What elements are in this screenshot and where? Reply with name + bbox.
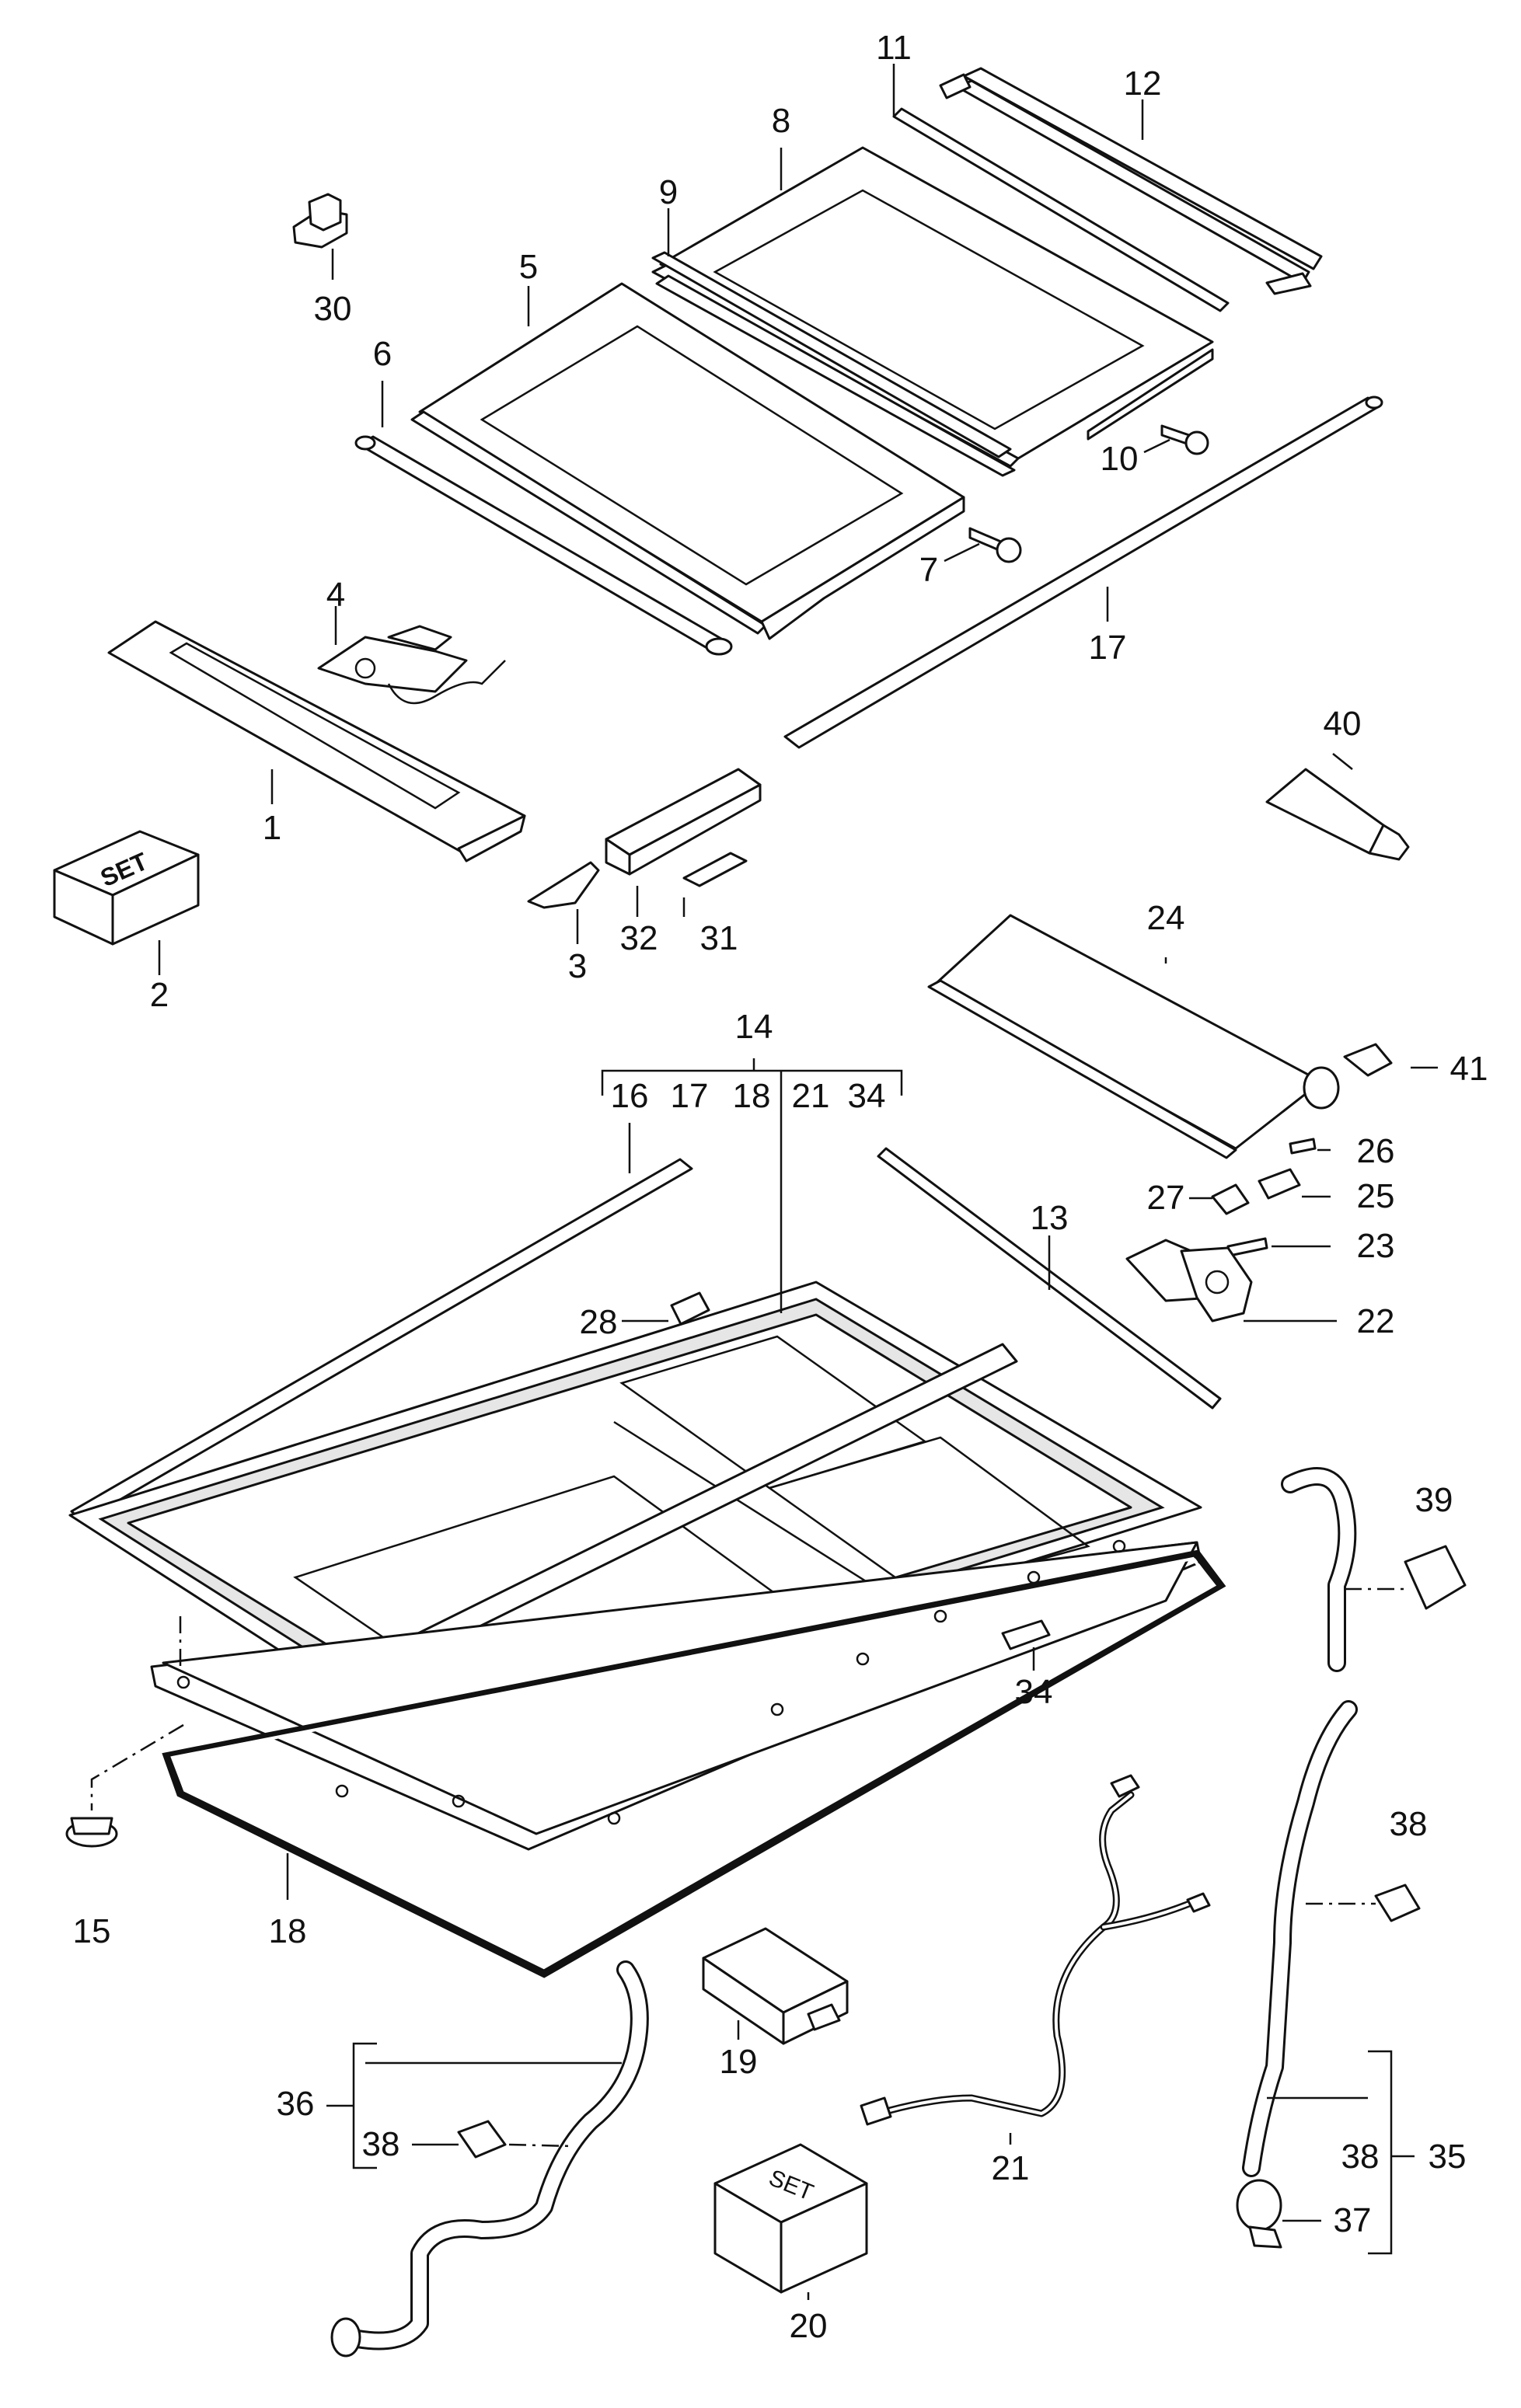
callout-11: 11 (876, 29, 912, 67)
callout-19: 19 (720, 2043, 758, 2081)
part-23-screw (1226, 1237, 1268, 1257)
part-36-drain-hose (330, 1960, 649, 2357)
callout-36: 36 (277, 2085, 315, 2123)
callout-9: 9 (659, 173, 678, 211)
part-9-seal (651, 251, 1012, 458)
callout-34: 34 (1015, 1673, 1053, 1711)
callout-34-sub: 34 (848, 1077, 886, 1115)
callout-5: 5 (519, 248, 538, 286)
callout-35: 35 (1429, 2138, 1467, 2176)
callout-38-a: 38 (1390, 1805, 1428, 1843)
part-14-frame-assembly (68, 1281, 1202, 1851)
part-17-strip (783, 396, 1383, 749)
part-38-clip-right (1374, 1884, 1421, 1922)
part-4-bracket (317, 625, 506, 705)
part-35-drain-hose (1242, 1467, 1358, 2177)
part-27-holder (1211, 1183, 1250, 1215)
part-21-harness (860, 1774, 1211, 2126)
callout-26: 26 (1357, 1132, 1395, 1170)
callout-23: 23 (1357, 1227, 1395, 1265)
callout-17: 17 (1089, 629, 1127, 667)
callout-28: 28 (580, 1303, 618, 1341)
callout-18-sub: 18 (733, 1077, 771, 1115)
callout-30: 30 (314, 290, 352, 328)
callout-20: 20 (790, 2307, 828, 2345)
guide-38-left (508, 2143, 572, 2148)
callout-41: 41 (1450, 1050, 1488, 1088)
guide-15 (90, 1616, 184, 1810)
callout-15: 15 (73, 1912, 111, 1950)
part-12-rail-frame (939, 67, 1323, 295)
part-11-strip (892, 107, 1230, 312)
callout-3: 3 (568, 947, 587, 985)
callout-10: 10 (1101, 440, 1139, 478)
part-39-clip (1404, 1545, 1467, 1610)
callout-31: 31 (700, 919, 738, 957)
part-41-clip (1343, 1043, 1393, 1077)
part-7-bolt (968, 527, 1022, 563)
callout-8: 8 (772, 102, 790, 140)
callout-21-sub: 21 (792, 1077, 830, 1115)
callout-17-sub: 17 (671, 1077, 709, 1115)
callout-18: 18 (269, 1912, 307, 1950)
callout-25: 25 (1357, 1177, 1395, 1215)
callout-numbers: 1 2 3 4 5 6 7 8 9 10 11 12 13 14 15 16 1… (73, 29, 1488, 2345)
callout-4: 4 (326, 576, 345, 614)
part-26-pin (1289, 1138, 1317, 1155)
part-25-bracket (1258, 1168, 1301, 1200)
callout-32: 32 (620, 919, 658, 957)
leader-lines (158, 64, 1438, 2300)
callout-24: 24 (1147, 899, 1185, 937)
callout-1: 1 (263, 809, 281, 847)
part-37-grommet (1236, 2179, 1282, 2249)
part-22-motor (1125, 1239, 1253, 1322)
part-20-set-box: SET (713, 2143, 868, 2294)
part-32-guide (605, 768, 762, 876)
callout-27: 27 (1147, 1179, 1185, 1217)
callout-38-c: 38 (1341, 2138, 1380, 2176)
callout-21: 21 (992, 2149, 1030, 2187)
callout-16: 16 (611, 1077, 649, 1115)
callout-38-b: 38 (362, 2125, 400, 2163)
callout-40: 40 (1324, 705, 1362, 743)
part-34-pad (1001, 1619, 1051, 1650)
part-2-set-box: SET (53, 830, 200, 946)
part-31-slider (682, 852, 748, 887)
callout-6: 6 (373, 335, 392, 373)
callout-2: 2 (150, 976, 169, 1014)
part-5-front-panel (410, 282, 965, 640)
part-10-bolt (1160, 424, 1209, 455)
callout-13: 13 (1031, 1199, 1069, 1237)
part-38-clip-left (457, 2120, 507, 2159)
callout-12: 12 (1124, 64, 1162, 103)
part-24-roller-blind (927, 914, 1340, 1159)
part-19-control-unit (702, 1927, 849, 2045)
callout-7: 7 (919, 551, 938, 589)
part-18-gasket (162, 1549, 1226, 1978)
part-3-bracket (527, 861, 600, 909)
callout-22: 22 (1357, 1302, 1395, 1340)
part-15-grommet (65, 1817, 118, 1848)
callout-37: 37 (1334, 2201, 1372, 2239)
part-1-trim-panel (107, 620, 526, 862)
part-30-clip (292, 193, 348, 249)
part-28-clip (670, 1291, 710, 1326)
part-6-seal-rod (354, 435, 733, 656)
part-40-tube (1265, 768, 1410, 861)
callout-39: 39 (1415, 1481, 1453, 1519)
callout-14: 14 (735, 1008, 773, 1046)
